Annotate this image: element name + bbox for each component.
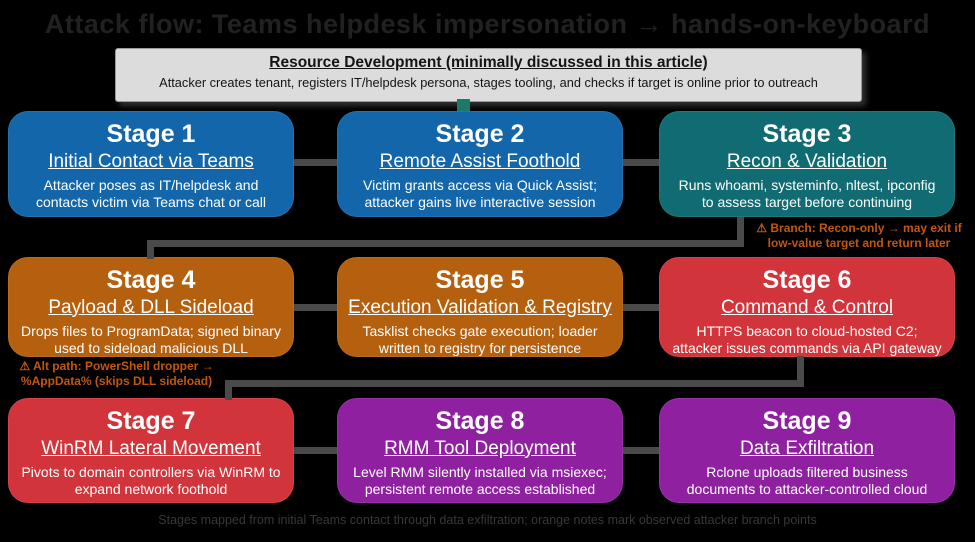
connector-stage3-down xyxy=(737,217,744,244)
stage-description: Attacker poses as IT/helpdesk and contac… xyxy=(35,176,267,211)
stage-label: Stage 3 xyxy=(762,120,852,148)
connector-stage7-stage8 xyxy=(294,447,337,454)
annotation-line: %AppData% (skips DLL sideload) xyxy=(20,374,213,388)
annotation-alt-path: ⚠ Alt path: PowerShell dropper → %AppDat… xyxy=(14,359,219,389)
annotation-line: ⚠ Branch: Recon-only → may exit if xyxy=(756,221,962,235)
stage-4-box: Stage 4 Payload & DLL Sideload Drops fil… xyxy=(8,257,294,357)
annotation-recon-branch: ⚠ Branch: Recon-only → may exit if low-v… xyxy=(748,221,970,251)
stage-label: Stage 4 xyxy=(106,266,196,294)
connector-stage6-down xyxy=(797,356,804,384)
stage-7-box: Stage 7 WinRM Lateral Movement Pivots to… xyxy=(8,398,294,503)
connector-down-stage7 xyxy=(225,380,232,400)
connector-stage4-stage5 xyxy=(294,304,337,311)
stage-title: RMM Tool Deployment xyxy=(384,437,576,459)
stage-1-box: Stage 1 Initial Contact via Teams Attack… xyxy=(8,111,294,217)
resource-development-box: Resource Development (minimally discusse… xyxy=(115,48,862,102)
stage-title: Command & Control xyxy=(720,296,894,318)
stage-title: Execution Validation & Registry xyxy=(348,296,612,318)
resource-development-description: Attacker creates tenant, registers IT/he… xyxy=(159,75,818,90)
stage-description: Victim grants access via Quick Assist; a… xyxy=(363,176,597,211)
stage-label: Stage 9 xyxy=(762,407,852,435)
stage-title: Remote Assist Foothold xyxy=(379,150,581,172)
stage-label: Stage 2 xyxy=(435,120,525,148)
stage-label: Stage 1 xyxy=(106,120,196,148)
stage-description: Drops files to ProgramData; signed binar… xyxy=(21,322,281,357)
page-title: Attack flow: Teams helpdesk impersonatio… xyxy=(44,9,931,39)
stage-title: Payload & DLL Sideload xyxy=(48,296,254,318)
connector-stage1-stage2 xyxy=(294,159,337,166)
connector-stage5-stage6 xyxy=(623,304,659,311)
stage-title: Initial Contact via Teams xyxy=(48,150,254,172)
connector-stage8-stage9 xyxy=(623,447,659,454)
stage-description: Tasklist checks gate execution; loader w… xyxy=(362,322,598,357)
stage-9-box: Stage 9 Data Exfiltration Rclone uploads… xyxy=(659,398,955,503)
stage-description: Rclone uploads filtered business documen… xyxy=(686,463,928,498)
stage-description: Pivots to domain controllers via WinRM t… xyxy=(21,463,281,498)
stage-5-box: Stage 5 Execution Validation & Registry … xyxy=(337,257,623,357)
annotation-line: low-value target and return later xyxy=(767,236,951,250)
stage-title: Recon & Validation xyxy=(726,150,888,172)
stage-label: Stage 8 xyxy=(435,407,525,435)
stage-label: Stage 6 xyxy=(762,266,852,294)
stage-label: Stage 7 xyxy=(106,407,196,435)
connector-stage2-stage3 xyxy=(623,159,659,166)
connector-row2-row3-horizontal xyxy=(225,380,804,387)
stage-title: WinRM Lateral Movement xyxy=(41,437,261,459)
stage-6-box: Stage 6 Command & Control HTTPS beacon t… xyxy=(659,257,955,357)
page-caption: Stages mapped from initial Teams contact… xyxy=(158,513,817,527)
connector-row1-row2-horizontal xyxy=(147,240,744,247)
connector-resource-to-row1 xyxy=(457,99,470,111)
stage-3-box: Stage 3 Recon & Validation Runs whoami, … xyxy=(659,111,955,217)
stage-2-box: Stage 2 Remote Assist Foothold Victim gr… xyxy=(337,111,623,217)
stage-8-box: Stage 8 RMM Tool Deployment Level RMM si… xyxy=(337,398,623,503)
stage-description: Level RMM silently installed via msiexec… xyxy=(353,463,607,498)
stage-title: Data Exfiltration xyxy=(739,437,875,459)
connector-down-stage4 xyxy=(147,240,154,259)
stage-description: Runs whoami, systeminfo, nltest, ipconfi… xyxy=(678,176,936,211)
resource-development-title: Resource Development (minimally discusse… xyxy=(269,54,708,71)
annotation-line: ⚠ Alt path: PowerShell dropper → xyxy=(19,359,214,373)
stage-description: HTTPS beacon to cloud-hosted C2; attacke… xyxy=(672,322,942,357)
stage-label: Stage 5 xyxy=(435,266,525,294)
